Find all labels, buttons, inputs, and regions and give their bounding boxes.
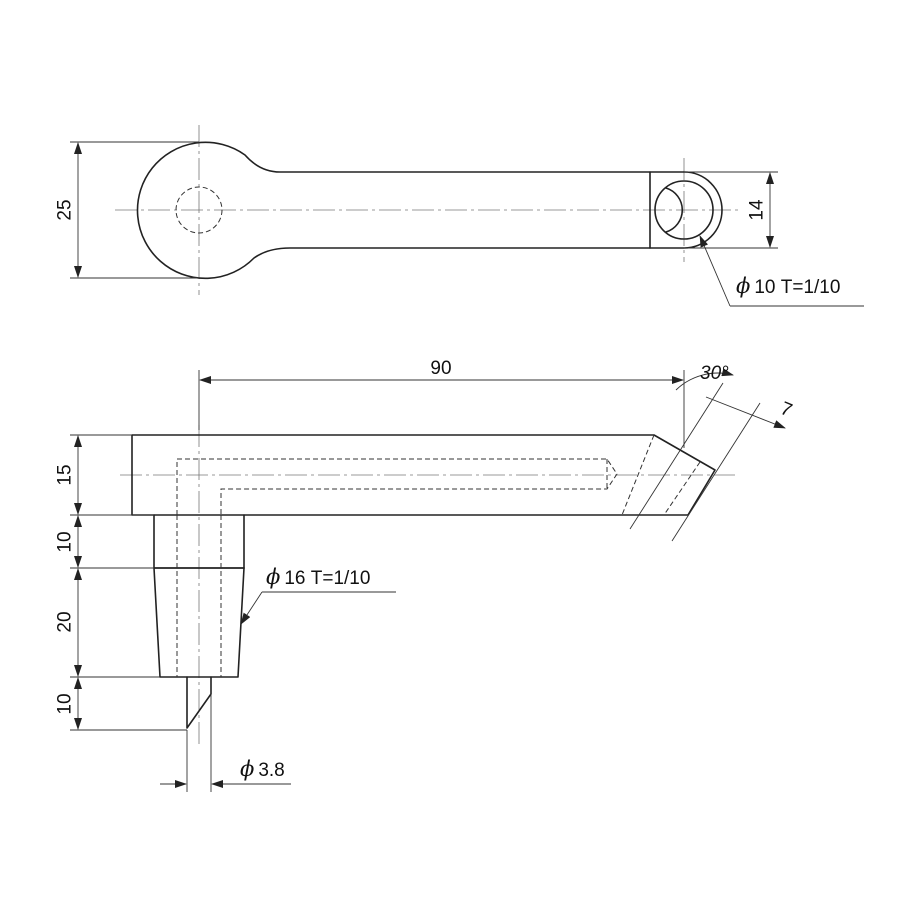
top-view-hidden-hole [175,186,223,234]
dim-25-label: 25 [55,199,76,220]
side-view-hidden-chamfer-2 [663,461,701,516]
dim-15-label: 15 [55,464,76,485]
dim-10-pin-label: 10 [55,693,76,714]
dim-7-extension-1 [629,382,724,530]
pin-phi-symbol: ϕ [240,757,254,781]
top-view-bore-inner-edge [665,187,684,233]
side-view-pin [186,676,212,729]
dim-7-label: 7 [777,398,795,421]
taper-label-text: 16 T=1/10 [284,568,370,589]
bore-leader-line [699,235,731,307]
side-view-hidden-chamfer-1 [621,434,655,516]
top-view-tapered-bore [654,180,714,240]
dim-7-line [705,396,786,429]
top-view-lever-outline [136,141,723,280]
side-view-arm-outline [131,434,716,516]
bore-label-text: 10 T=1/10 [754,277,840,298]
dim-30-label: 30° [700,363,729,384]
taper-leader-line [240,591,263,625]
side-view-hidden-hole [176,458,618,515]
dim-14-label: 14 [747,199,768,221]
dim-10-collar-label: 10 [55,531,76,552]
taper-phi-symbol: ϕ [266,565,280,589]
dim-30-angle-arc [675,368,734,391]
pin-diameter-text: 3.8 [258,760,284,781]
dim-20-label: 20 [55,611,76,632]
dim-90-label: 90 [430,358,451,379]
bore-phi-symbol: ϕ [736,274,750,298]
dim-7-extension-2 [671,402,761,542]
